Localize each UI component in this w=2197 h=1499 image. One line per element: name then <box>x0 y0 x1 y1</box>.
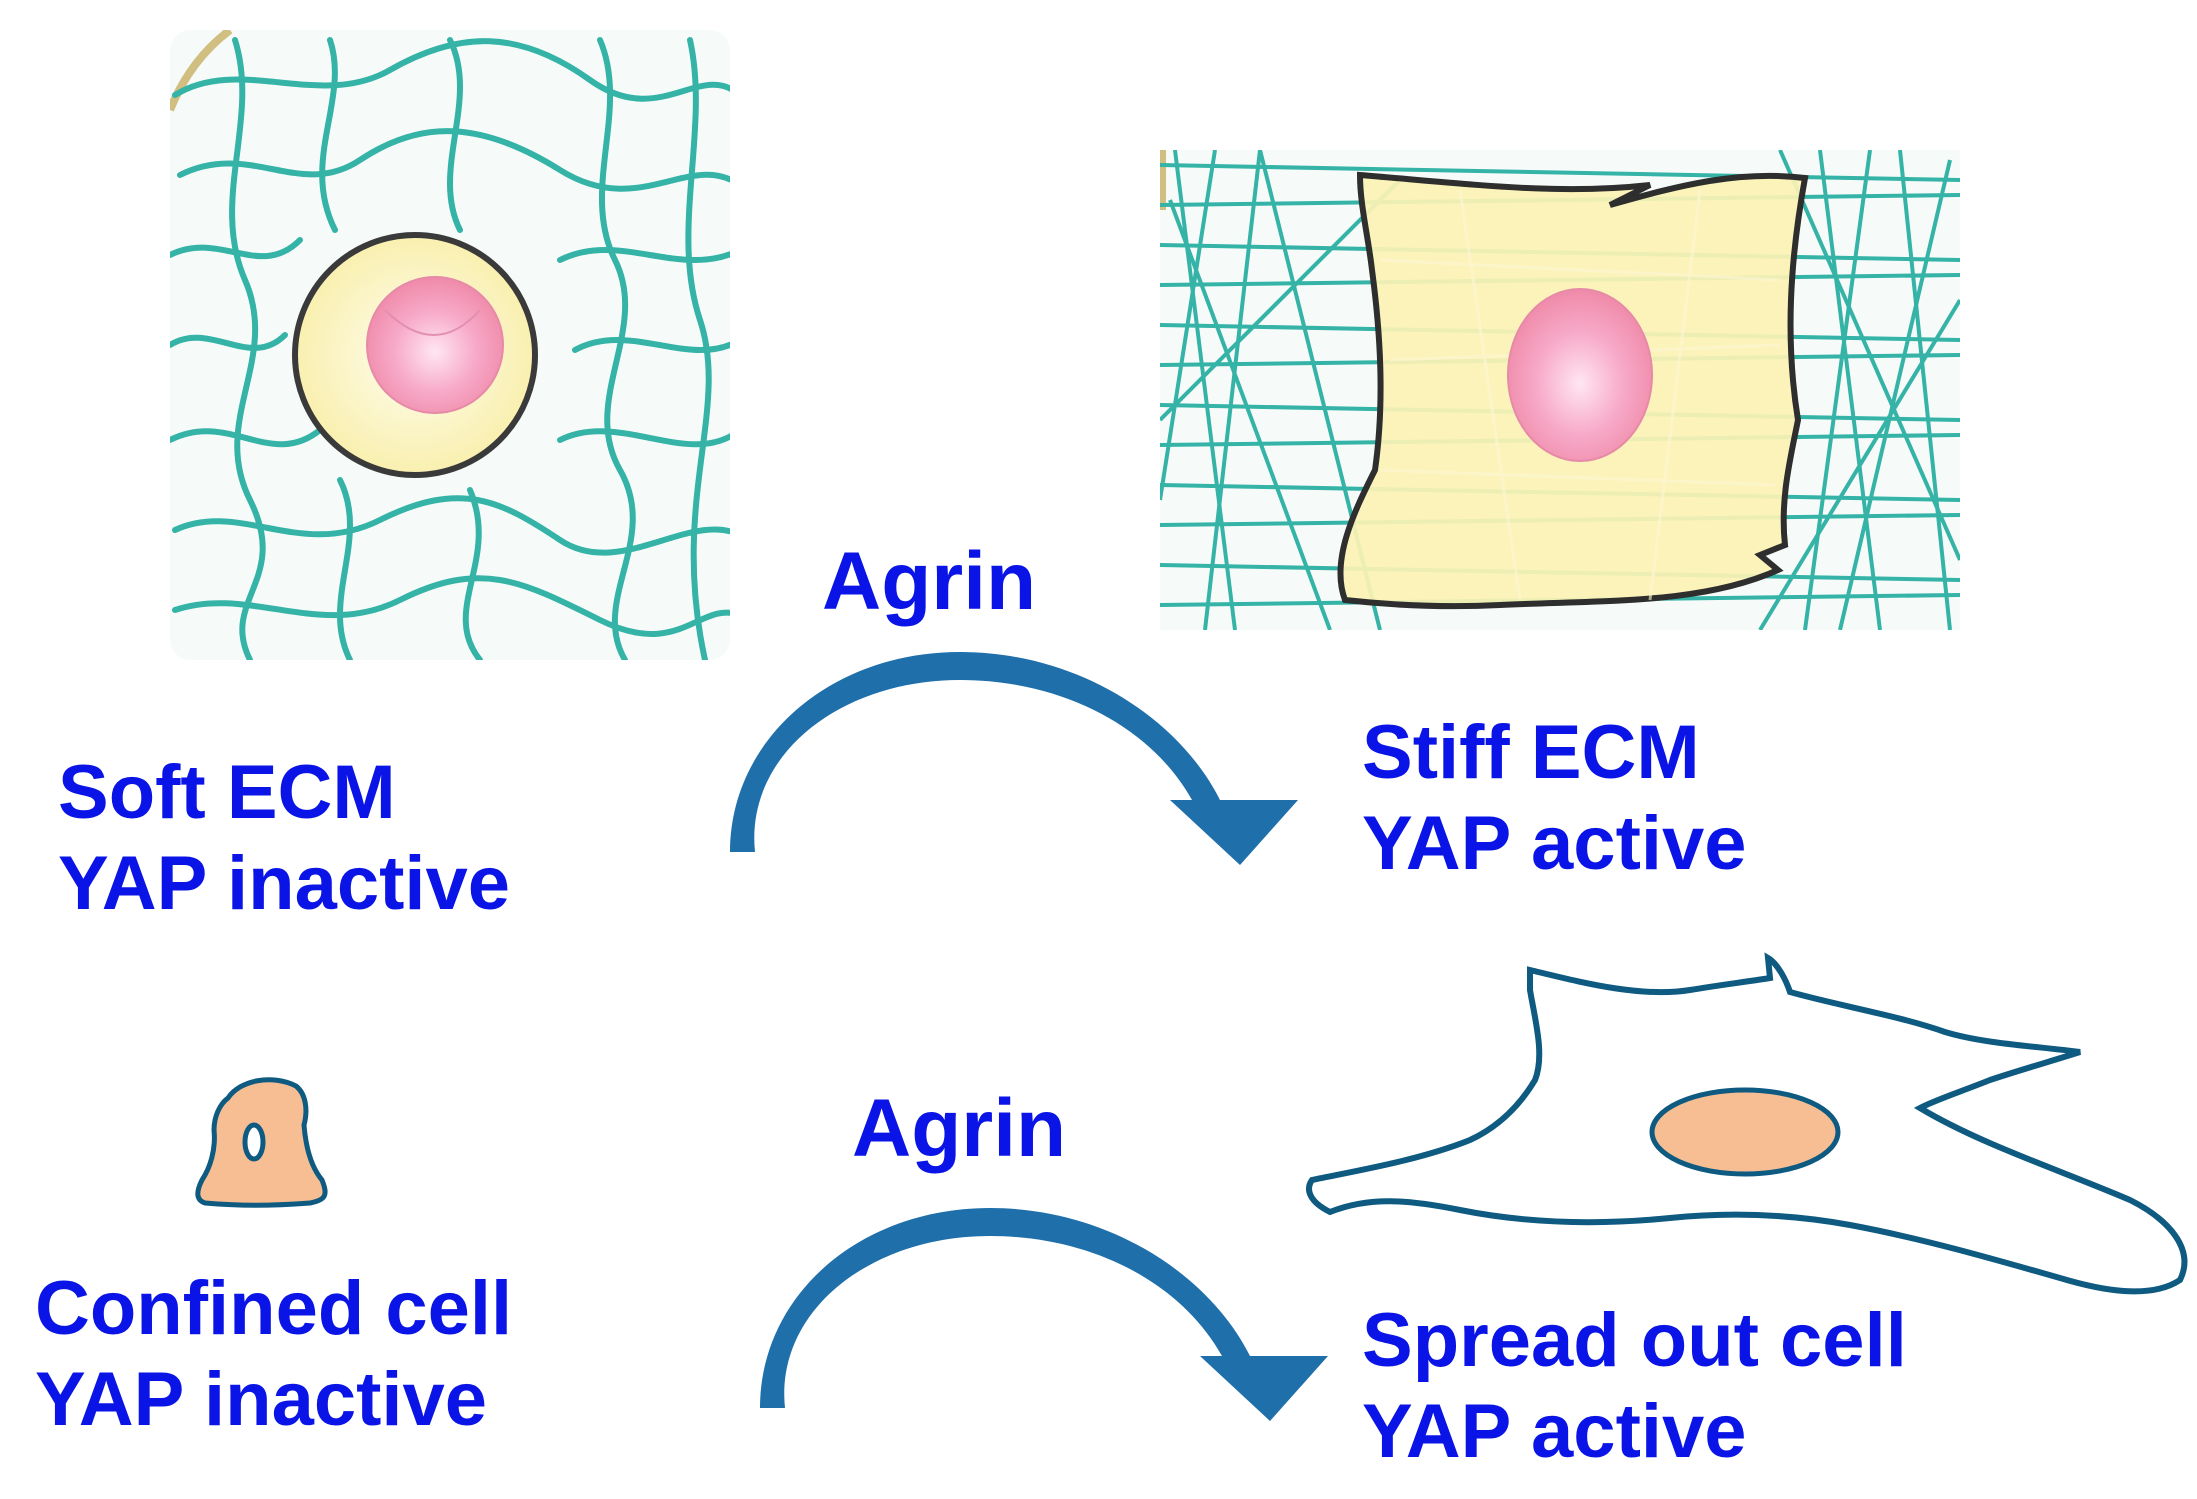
spread-cell-label: Spread out cell YAP active <box>1362 1295 1907 1477</box>
label-line: YAP inactive <box>58 841 511 927</box>
confined-cell-label: Confined cell YAP inactive <box>35 1263 512 1445</box>
curved-arrow-icon <box>760 1208 1328 1421</box>
label-line: YAP active <box>1362 1389 1747 1475</box>
curved-arrow-icon <box>730 652 1298 865</box>
label-line: YAP inactive <box>35 1357 488 1443</box>
label-line: Spread out cell <box>1362 1298 1907 1383</box>
stiff-ecm-panel <box>1160 150 1960 630</box>
soft-ecm-panel <box>170 30 730 660</box>
agrin-label-top: Agrin <box>822 536 1037 627</box>
soft-ecm-label: Soft ECM YAP inactive <box>58 747 510 929</box>
label-line: Confined cell <box>35 1266 513 1351</box>
stiff-ecm-label: Stiff ECM YAP active <box>1362 707 1747 889</box>
label-line: Stiff ECM <box>1362 710 1700 795</box>
confined-cell-icon <box>195 1077 328 1208</box>
agrin-label-bottom: Agrin <box>852 1083 1067 1174</box>
spread-cell-icon <box>1306 952 2188 1295</box>
label-line: Soft ECM <box>58 750 396 835</box>
label-line: YAP active <box>1362 801 1747 887</box>
